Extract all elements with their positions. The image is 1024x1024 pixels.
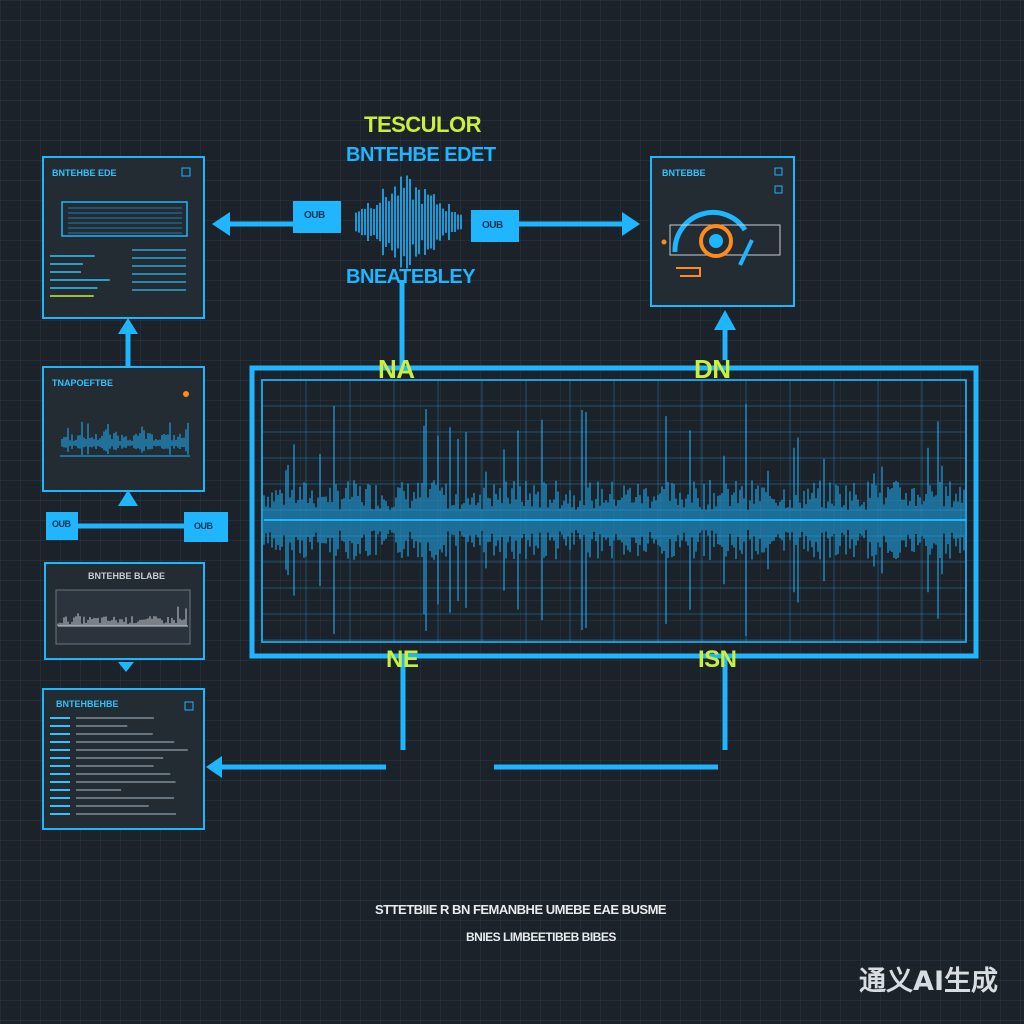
box-right [471, 210, 519, 242]
panel-4 [44, 562, 205, 660]
box-left-label: OUB [304, 210, 325, 221]
box-side-left [46, 512, 78, 540]
arrowhead-right-up [714, 310, 736, 330]
arrowhead-top-left [212, 212, 230, 236]
footer-line-1: STTETBIIE R BN FEMANBHE UMEBE EAE BUSME [375, 902, 667, 917]
top-waveform-icon [355, 175, 462, 269]
arrowhead-left-down [118, 662, 134, 672]
box-side-right [184, 512, 228, 542]
box-side-left-label: OUB [52, 519, 71, 529]
panel-2 [650, 156, 795, 307]
corner-label-top-right: DN [694, 354, 731, 384]
box-side-right-label: OUB [194, 521, 213, 531]
corner-label-bottom-right: ISN [698, 646, 737, 673]
arrowhead-top-right [622, 212, 640, 236]
arrowhead-left-up-1 [118, 318, 138, 334]
arrowhead-left-up-2 [118, 490, 138, 506]
arrowhead-bottom-left [206, 756, 222, 778]
diagram-title: TESCULOR [364, 112, 482, 137]
watermark: 通义AI生成 [859, 966, 998, 997]
box-left [293, 201, 341, 233]
panel-3 [42, 366, 205, 492]
corner-label-bottom-left: NE [386, 646, 419, 673]
target-icon [699, 224, 733, 258]
panel-2-title: BNTEBBE [662, 168, 706, 178]
panel-5 [42, 688, 205, 830]
subtitle-top: BNTEHBE EDET [346, 144, 496, 166]
main-frame-inner [261, 379, 967, 643]
corner-label-top-left: NA [378, 354, 415, 384]
footer-line-2: BNIES LIMBEETIBEB BIBES [466, 930, 616, 944]
panel-1-title: BNTEHBE EDE [52, 168, 117, 178]
main-frame-outer [249, 365, 979, 659]
box-right-label: OUB [482, 220, 503, 231]
subtitle-bottom: BNEATEBLEY [346, 266, 476, 288]
panel-3-title: TNAPOEFTBE [52, 378, 114, 388]
panel-4-title: BNTEHBE BLABE [88, 571, 166, 581]
panel-1 [42, 156, 205, 319]
main-waveform [263, 404, 966, 636]
panel-5-title: BNTEHBEHBE [56, 699, 119, 709]
